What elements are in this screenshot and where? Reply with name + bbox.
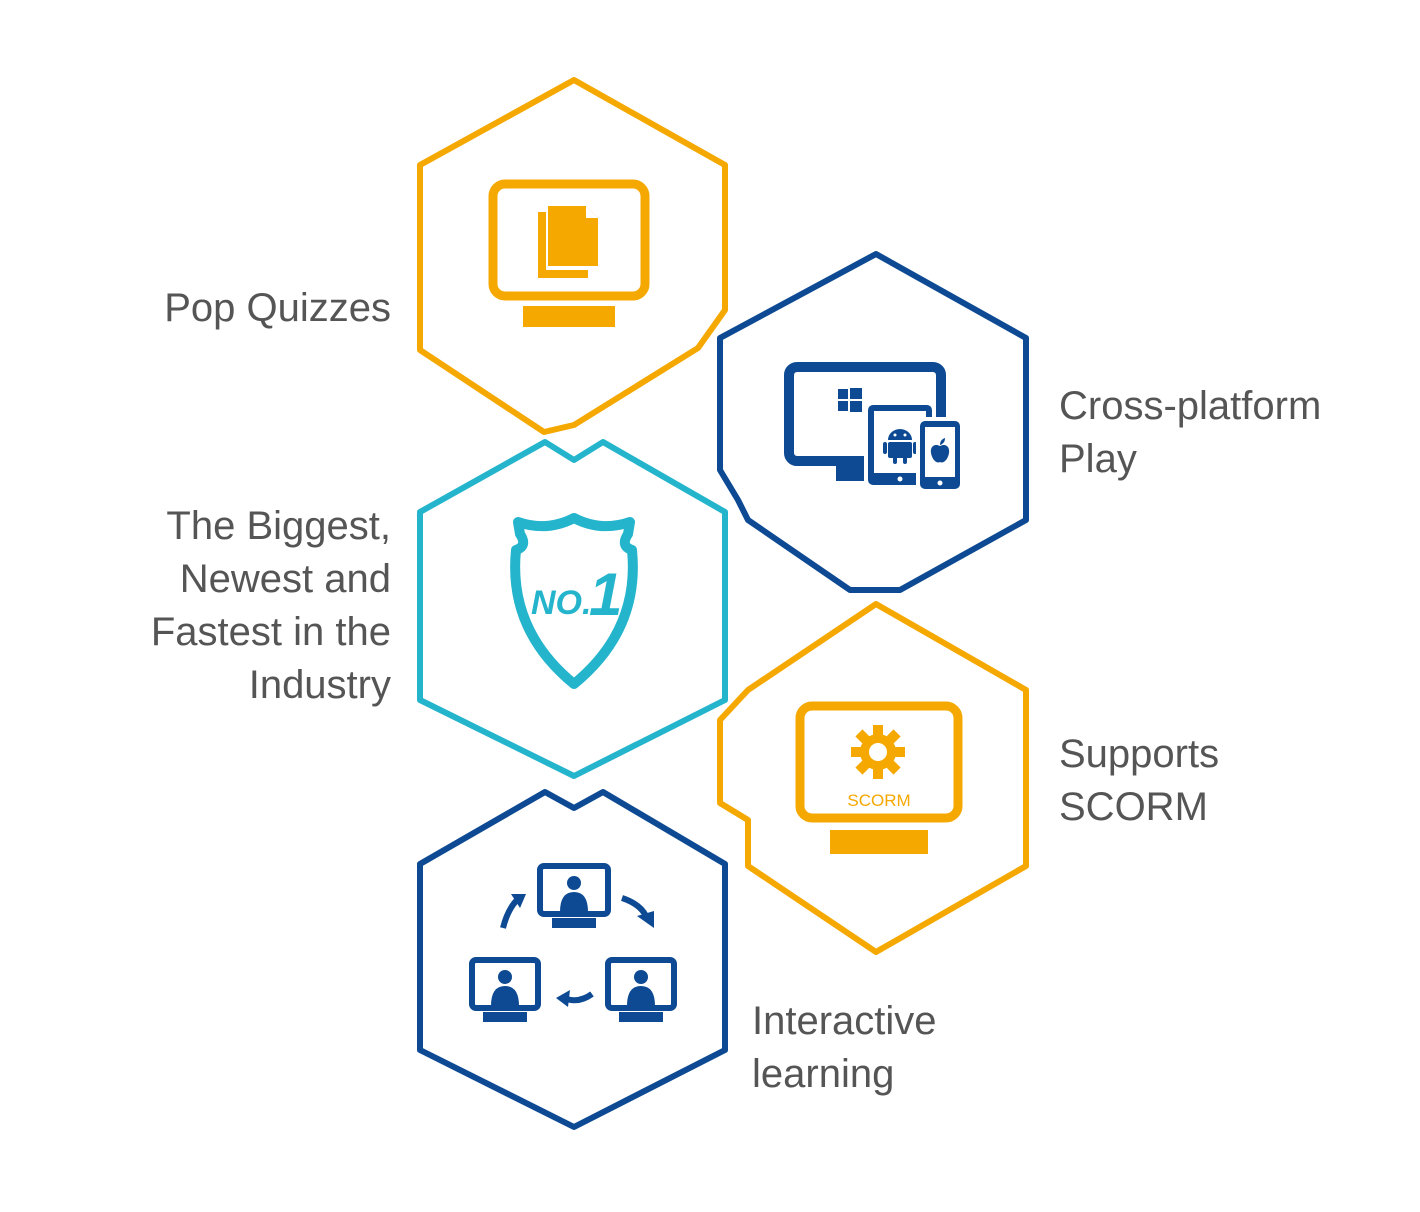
gear-tooth	[893, 747, 905, 757]
hex-cross-platform	[717, 251, 1029, 593]
no1-shield-icon: NO. 1	[510, 513, 638, 689]
interactive-learning-icon	[469, 863, 677, 1022]
gear-tooth	[873, 725, 883, 737]
label-line: Interactive	[752, 999, 937, 1043]
no1-shield-one-text: 1	[589, 561, 622, 628]
devices-icon	[784, 362, 964, 493]
label-pop-quizzes: Pop Quizzes	[164, 282, 391, 335]
label-line: Industry	[248, 663, 391, 707]
scorm-icon-text: SCORM	[847, 791, 910, 810]
gear-tooth	[873, 767, 883, 779]
user-monitor-top	[537, 863, 611, 928]
gear-tooth	[851, 747, 863, 757]
label-scorm: Supports SCORM	[1059, 728, 1219, 834]
document-monitor-icon	[488, 179, 650, 327]
label-line: Cross-platform	[1059, 384, 1322, 428]
cycle-arrow-icons	[500, 894, 654, 1007]
user-monitor-left	[469, 957, 541, 1022]
label-line: learning	[752, 1052, 895, 1096]
user-monitor-right	[605, 957, 677, 1022]
label-line: SCORM	[1059, 785, 1208, 829]
label-line: Newest and	[179, 557, 391, 601]
scorm-monitor-icon: SCORM	[795, 701, 963, 854]
label-line: Play	[1059, 437, 1137, 481]
label-biggest: The Biggest, Newest and Fastest in the I…	[151, 500, 391, 712]
hex-biggest	[417, 439, 728, 779]
label-line: Fastest in the	[150, 610, 391, 654]
label-cross-platform: Cross-platform Play	[1059, 380, 1321, 486]
label-line: Pop Quizzes	[164, 286, 391, 330]
label-line: Supports	[1059, 732, 1220, 776]
hex-pop-quizzes	[417, 77, 728, 435]
label-interactive: Interactive learning	[752, 995, 937, 1101]
hex-scorm	[717, 601, 1029, 955]
hex-interactive	[417, 789, 728, 1130]
label-line: The Biggest,	[166, 504, 391, 548]
no1-shield-no-text: NO.	[531, 584, 591, 622]
